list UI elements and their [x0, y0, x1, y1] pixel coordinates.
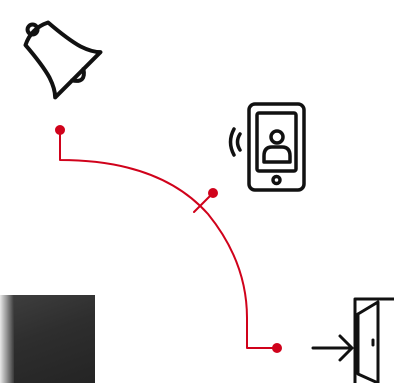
- door-exit-icon: [355, 299, 394, 383]
- dark-photo-thumbnail: [0, 295, 95, 383]
- connector-dot-bell: [55, 125, 65, 135]
- arrow-right-icon: [313, 336, 352, 360]
- video-intercom-monitor-icon: [231, 104, 305, 190]
- connector-dot-intercom: [208, 188, 218, 198]
- bell-icon: [6, 3, 104, 101]
- connector-dot-door: [272, 343, 282, 353]
